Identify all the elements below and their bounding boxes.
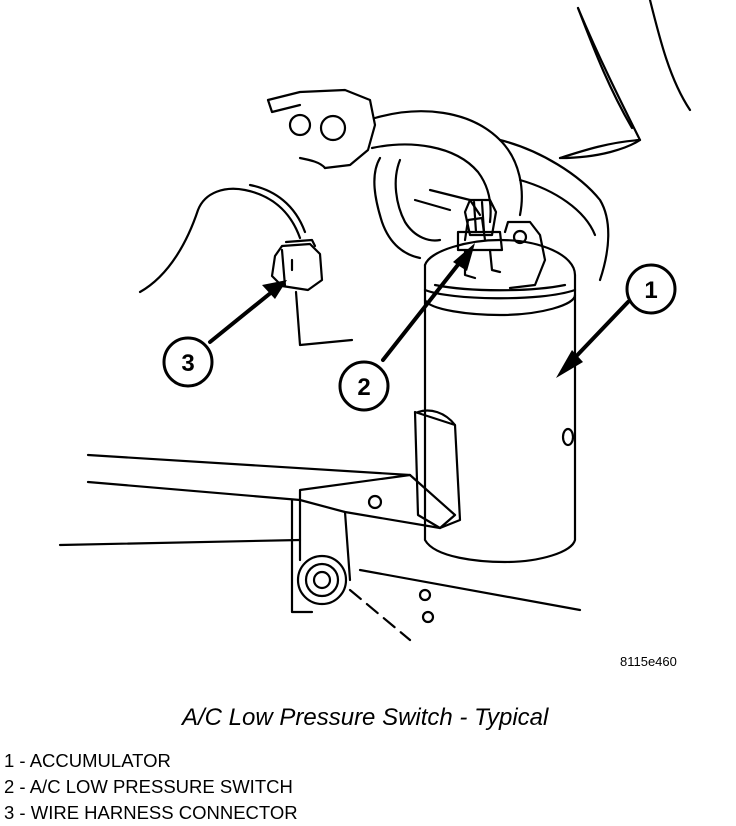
legend-item: 3 - WIRE HARNESS CONNECTOR [4, 802, 298, 823]
wire-harness [138, 183, 307, 294]
accumulator [413, 216, 577, 564]
arrowheads [262, 243, 583, 378]
callout-2: 2 [338, 360, 390, 412]
callout-3: 3 [162, 336, 214, 388]
callout-1: 1 [625, 263, 677, 315]
low-pressure-switch [456, 198, 504, 280]
figure-id: 8115e460 [620, 654, 677, 669]
callout-3-number: 3 [181, 350, 194, 377]
frame-rail [58, 453, 582, 642]
figure-caption: A/C Low Pressure Switch - Typical [182, 704, 549, 731]
legend: 1 - ACCUMULATOR 2 - A/C LOW PRESSURE SWI… [4, 748, 298, 826]
body-panel [558, 0, 692, 160]
refrigerant-line [266, 88, 610, 282]
legend-item: 2 - A/C LOW PRESSURE SWITCH [4, 776, 293, 797]
legend-item: 1 - ACCUMULATOR [4, 750, 171, 771]
harness-connector [270, 238, 354, 347]
callout-2-number: 2 [357, 374, 370, 401]
accumulator-illustration: 1 2 3 [58, 0, 692, 642]
callout-1-number: 1 [644, 277, 657, 304]
